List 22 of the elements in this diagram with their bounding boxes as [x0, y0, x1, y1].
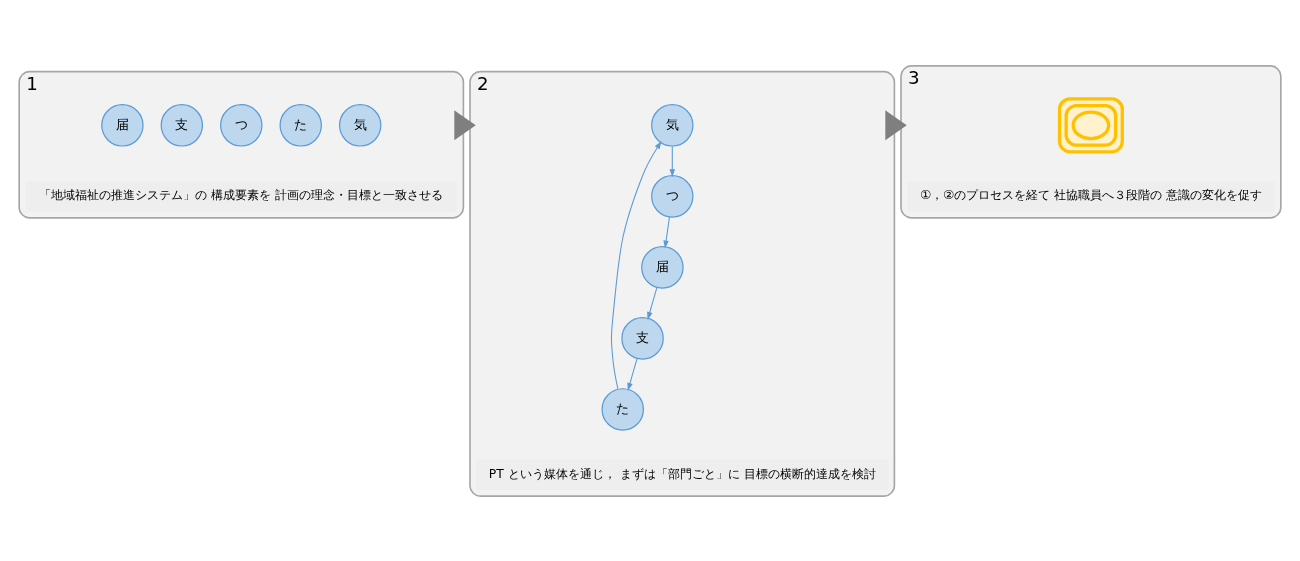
cluster	[1064, 103, 1118, 147]
arrow	[663, 215, 670, 248]
arrow	[669, 145, 676, 177]
node-circle: た	[601, 387, 644, 431]
node-label: PT という媒体を通じ， まずは「部門ごと」に 目標の横断的達成を検討	[488, 466, 876, 481]
node-circle: つ	[220, 103, 263, 147]
arrow	[647, 286, 658, 320]
node-circle: 支	[160, 103, 204, 147]
arrow	[885, 109, 907, 140]
node-label: 「地域福祉の推進システム」の 構成要素を 計画の理念・目標と一致させる	[39, 187, 444, 202]
arrow	[454, 109, 476, 140]
arrow	[627, 357, 638, 391]
node-circle: 支	[621, 316, 664, 360]
node-circle: つ	[651, 174, 694, 218]
node-ellipse	[1071, 110, 1111, 140]
node-circle: 気	[338, 103, 382, 147]
arrow	[610, 140, 662, 390]
node-circle: た	[279, 103, 322, 147]
node-circle: 届	[641, 245, 684, 289]
node-label: ①，②のプロセスを経て 社協職員へ３段階の 意識の変化を促す	[919, 187, 1262, 202]
node-circle: 届	[101, 103, 144, 147]
cluster	[1057, 96, 1124, 153]
